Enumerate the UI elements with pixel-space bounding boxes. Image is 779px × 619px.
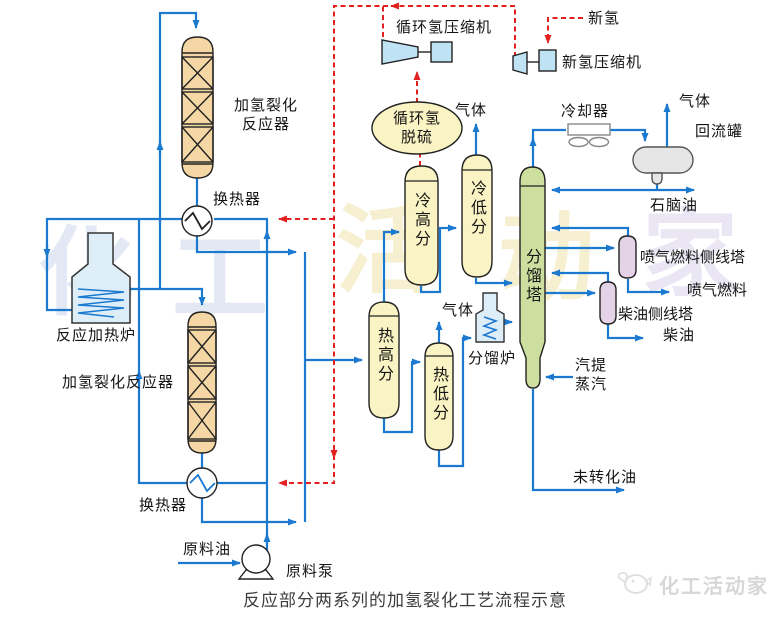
gas-label-cold-lp: 气体 xyxy=(455,101,488,119)
watermark-char: 动 xyxy=(498,202,594,314)
exchanger2-label: 换热器 xyxy=(139,496,188,514)
diesel-label: 柴油 xyxy=(663,326,696,344)
site-logo: 化工活动家 xyxy=(615,568,769,600)
fractionation-tower xyxy=(519,166,546,389)
reflux-drum xyxy=(632,146,694,185)
diesel-side-stripper xyxy=(599,281,617,325)
heat-exchanger-2 xyxy=(186,467,218,499)
hot-lp-label: 热低分 xyxy=(430,366,449,423)
hot-hp-label: 热高分 xyxy=(375,327,394,384)
recycle-hydrogen-compressor xyxy=(381,39,453,65)
exchanger1-label: 换热器 xyxy=(213,190,262,208)
feed-oil-label: 原料油 xyxy=(183,540,232,558)
gas-label-hot-lp: 气体 xyxy=(442,301,475,319)
reaction-furnace xyxy=(71,232,131,324)
logo-text: 化工活动家 xyxy=(659,573,769,598)
cold-lp-label: 冷低分 xyxy=(468,180,487,237)
fractionation-furnace xyxy=(475,292,505,343)
jet-fuel-side-stripper xyxy=(618,235,637,279)
fresh-hydrogen-compressor xyxy=(512,49,557,75)
cold-lp-separator xyxy=(461,154,493,278)
air-cooler xyxy=(567,123,611,148)
frac-furnace-label: 分馏炉 xyxy=(468,349,517,367)
hot-hp-separator xyxy=(368,301,400,419)
recycle-hydrogen-desulfurization xyxy=(371,101,463,155)
fresh-compressor-label: 新氢压缩机 xyxy=(562,53,643,71)
watermark-char: 工 xyxy=(172,222,268,334)
cooler-label: 冷却器 xyxy=(561,102,610,120)
stripping-steam-label: 汽提 蒸汽 xyxy=(575,356,608,393)
feed-pump-label: 原料泵 xyxy=(286,562,335,580)
gas-label-top: 气体 xyxy=(679,92,712,110)
recycle-compressor-label: 循环氢压缩机 xyxy=(396,18,493,36)
fresh-hydrogen-label: 新氢 xyxy=(588,9,621,27)
diagram-caption: 反应部分两系列的加氢裂化工艺流程示意 xyxy=(243,591,567,611)
frac-tower-label: 分馏塔 xyxy=(523,248,542,305)
watermark-char: 家 xyxy=(642,198,738,310)
reactor1-label: 加氢裂化 反应器 xyxy=(233,96,298,133)
furnace-label: 反应加热炉 xyxy=(56,326,137,344)
diesel-stripper-label: 柴油侧线塔 xyxy=(618,305,694,323)
jet-fuel-label: 喷气燃料 xyxy=(687,281,748,299)
reflux-drum-label: 回流罐 xyxy=(695,122,744,140)
cold-hp-label: 冷高分 xyxy=(412,192,431,249)
hydrocracking-reactor-2 xyxy=(187,311,217,454)
process-lines xyxy=(43,11,695,567)
reactor2-label: 加氢裂化反应器 xyxy=(62,373,175,391)
hot-lp-separator xyxy=(424,342,454,451)
logo-icon xyxy=(617,572,652,594)
jet-stripper-label: 喷气燃料侧线塔 xyxy=(640,248,746,266)
unconverted-oil-label: 未转化油 xyxy=(573,468,638,486)
desulfurization-label: 循环氢 脱硫 xyxy=(392,109,441,146)
hydrogen-lines xyxy=(278,2,583,487)
naphtha-label: 石脑油 xyxy=(650,196,699,214)
feed-pump xyxy=(237,544,275,580)
heat-exchanger-1 xyxy=(181,205,213,237)
hydrocracking-reactor-1 xyxy=(181,36,214,179)
cold-hp-separator xyxy=(404,165,439,286)
